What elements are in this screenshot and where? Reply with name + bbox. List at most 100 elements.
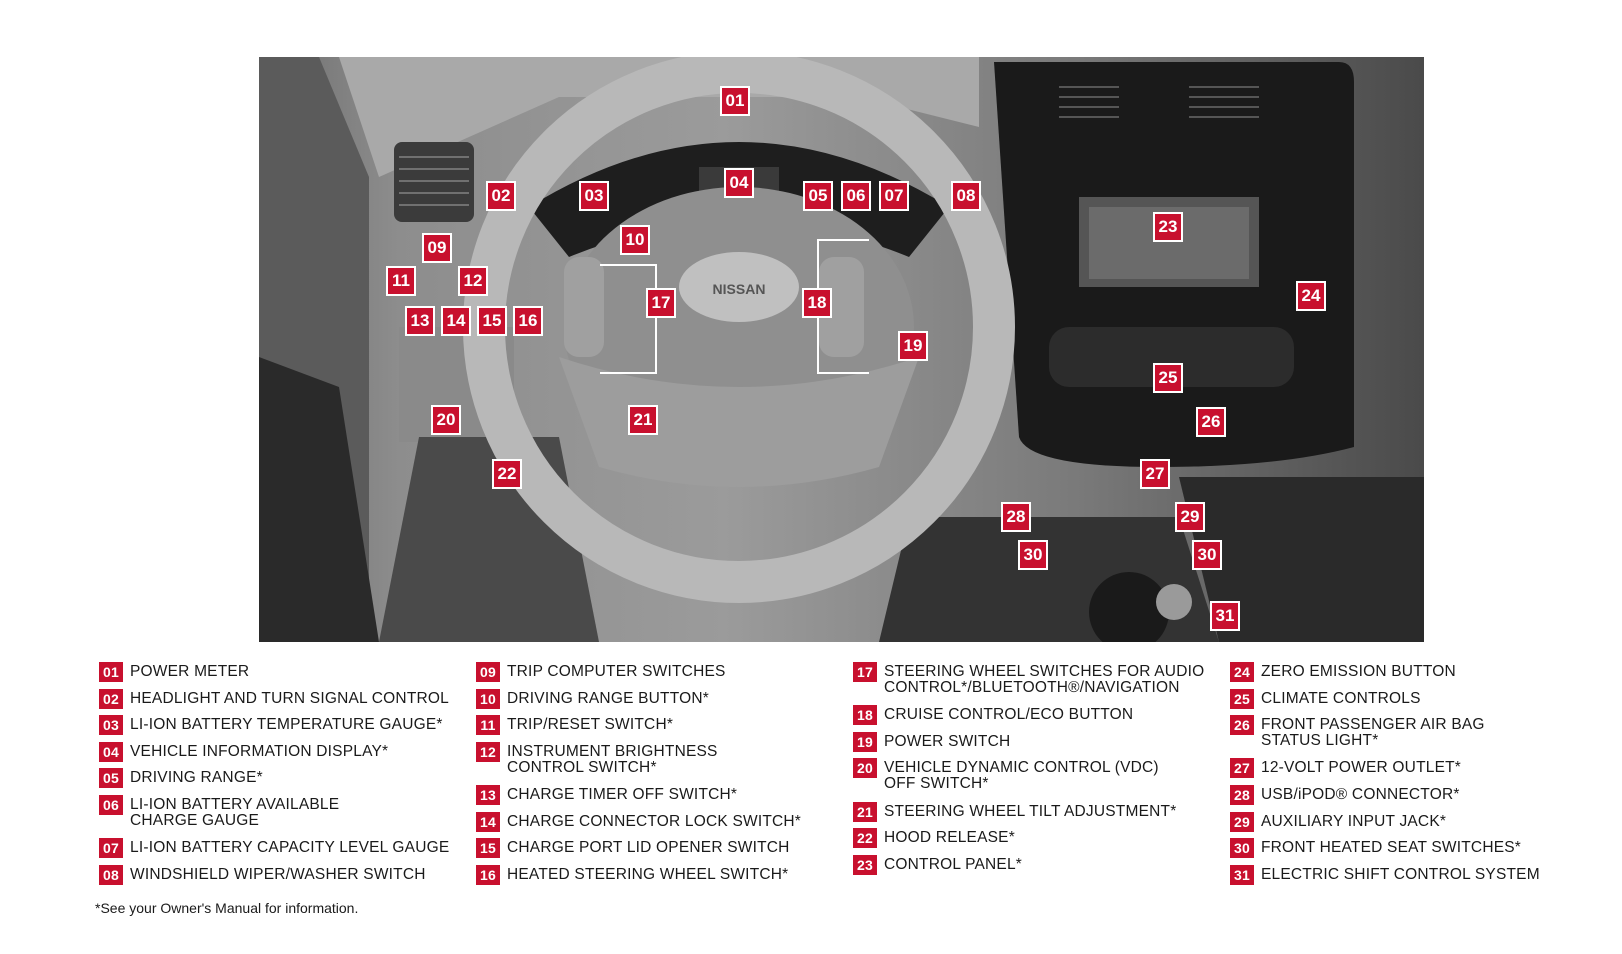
legend-label: LI-ION BATTERY AVAILABLE CHARGE GAUGE	[130, 796, 340, 829]
callout-20[interactable]: 20	[431, 405, 461, 435]
legend-number-badge: 30	[1230, 838, 1254, 858]
callout-16[interactable]: 16	[513, 306, 543, 336]
callout-19[interactable]: 19	[898, 331, 928, 361]
legend-number-badge: 20	[853, 758, 877, 778]
legend-label: ZERO EMISSION BUTTON	[1261, 663, 1456, 680]
legend-number-badge: 23	[853, 855, 877, 875]
nissan-logo-text: NISSAN	[713, 281, 766, 297]
legend-item: 05 DRIVING RANGE*	[99, 768, 263, 788]
callout-04[interactable]: 04	[724, 168, 754, 198]
legend-label: 12-VOLT POWER OUTLET*	[1261, 759, 1462, 776]
legend-item: 26 FRONT PASSENGER AIR BAG STATUS LIGHT*	[1230, 715, 1485, 749]
callout-26[interactable]: 26	[1196, 407, 1226, 437]
legend-number-badge: 17	[853, 662, 877, 682]
legend-item: 24 ZERO EMISSION BUTTON	[1230, 662, 1456, 682]
legend-label: CONTROL PANEL*	[884, 856, 1023, 873]
legend-item: 09 TRIP COMPUTER SWITCHES	[476, 662, 726, 682]
legend-label: HEATED STEERING WHEEL SWITCH*	[507, 866, 789, 883]
callout-27[interactable]: 27	[1140, 459, 1170, 489]
legend-number-badge: 16	[476, 865, 500, 885]
legend-number-badge: 24	[1230, 662, 1254, 682]
legend-label: CRUISE CONTROL/ECO BUTTON	[884, 706, 1134, 723]
legend-item: 22 HOOD RELEASE*	[853, 828, 1015, 848]
legend-label: INSTRUMENT BRIGHTNESS CONTROL SWITCH*	[507, 743, 718, 776]
callout-08[interactable]: 08	[951, 181, 981, 211]
legend-number-badge: 22	[853, 828, 877, 848]
callout-07[interactable]: 07	[879, 181, 909, 211]
legend-number-badge: 15	[476, 838, 500, 858]
legend-label: DRIVING RANGE*	[130, 769, 263, 786]
callout-10[interactable]: 10	[620, 225, 650, 255]
legend-label: CHARGE CONNECTOR LOCK SWITCH*	[507, 813, 802, 830]
callout-11[interactable]: 11	[386, 266, 416, 296]
callout-14[interactable]: 14	[441, 306, 471, 336]
legend-number-badge: 13	[476, 785, 500, 805]
callout-31[interactable]: 31	[1210, 601, 1240, 631]
legend-label: FRONT PASSENGER AIR BAG STATUS LIGHT*	[1261, 716, 1485, 749]
legend-number-badge: 26	[1230, 715, 1254, 735]
legend-label: AUXILIARY INPUT JACK*	[1261, 813, 1447, 830]
legend-number-badge: 28	[1230, 785, 1254, 805]
callout-12[interactable]: 12	[458, 266, 488, 296]
legend-number-badge: 02	[99, 689, 123, 709]
legend-number-badge: 03	[99, 715, 123, 735]
legend-number-badge: 19	[853, 732, 877, 752]
legend-label: CLIMATE CONTROLS	[1261, 690, 1421, 707]
callout-30-left[interactable]: 30	[1018, 540, 1048, 570]
legend-label: VEHICLE INFORMATION DISPLAY*	[130, 743, 389, 760]
legend-label: DRIVING RANGE BUTTON*	[507, 690, 709, 707]
legend-item: 28 USB/iPOD® CONNECTOR*	[1230, 785, 1460, 805]
legend-number-badge: 10	[476, 689, 500, 709]
callout-06[interactable]: 06	[841, 181, 871, 211]
legend-number-badge: 11	[476, 715, 500, 735]
callout-28[interactable]: 28	[1001, 502, 1031, 532]
legend-label: FRONT HEATED SEAT SWITCHES*	[1261, 839, 1522, 856]
legend-item: 30 FRONT HEATED SEAT SWITCHES*	[1230, 838, 1522, 858]
legend-number-badge: 25	[1230, 689, 1254, 709]
legend-number-badge: 27	[1230, 758, 1254, 778]
legend-label: HOOD RELEASE*	[884, 829, 1015, 846]
callout-05[interactable]: 05	[803, 181, 833, 211]
legend-number-badge: 08	[99, 865, 123, 885]
legend-number-badge: 01	[99, 662, 123, 682]
callout-02[interactable]: 02	[486, 181, 516, 211]
legend-label: WINDSHIELD WIPER/WASHER SWITCH	[130, 866, 426, 883]
callout-09[interactable]: 09	[422, 233, 452, 263]
legend-number-badge: 09	[476, 662, 500, 682]
legend-label: VEHICLE DYNAMIC CONTROL (VDC) OFF SWITCH…	[884, 759, 1159, 792]
callout-21[interactable]: 21	[628, 405, 658, 435]
callout-03[interactable]: 03	[579, 181, 609, 211]
callout-30-right[interactable]: 30	[1192, 540, 1222, 570]
callout-23[interactable]: 23	[1153, 212, 1183, 242]
legend-number-badge: 05	[99, 768, 123, 788]
callout-25[interactable]: 25	[1153, 363, 1183, 393]
legend-number-badge: 07	[99, 838, 123, 858]
callout-18[interactable]: 18	[802, 288, 832, 318]
callout-15[interactable]: 15	[477, 306, 507, 336]
callout-24[interactable]: 24	[1296, 281, 1326, 311]
legend-number-badge: 18	[853, 705, 877, 725]
legend-label: TRIP COMPUTER SWITCHES	[507, 663, 726, 680]
callout-13[interactable]: 13	[405, 306, 435, 336]
legend-label: USB/iPOD® CONNECTOR*	[1261, 786, 1460, 803]
legend-item: 16 HEATED STEERING WHEEL SWITCH*	[476, 865, 789, 885]
callout-29[interactable]: 29	[1175, 502, 1205, 532]
legend-label: CHARGE TIMER OFF SWITCH*	[507, 786, 738, 803]
legend-item: 18 CRUISE CONTROL/ECO BUTTON	[853, 705, 1134, 725]
legend-item: 27 12-VOLT POWER OUTLET*	[1230, 758, 1462, 778]
callout-22[interactable]: 22	[492, 459, 522, 489]
callout-01[interactable]: 01	[720, 86, 750, 116]
callout-17[interactable]: 17	[646, 288, 676, 318]
